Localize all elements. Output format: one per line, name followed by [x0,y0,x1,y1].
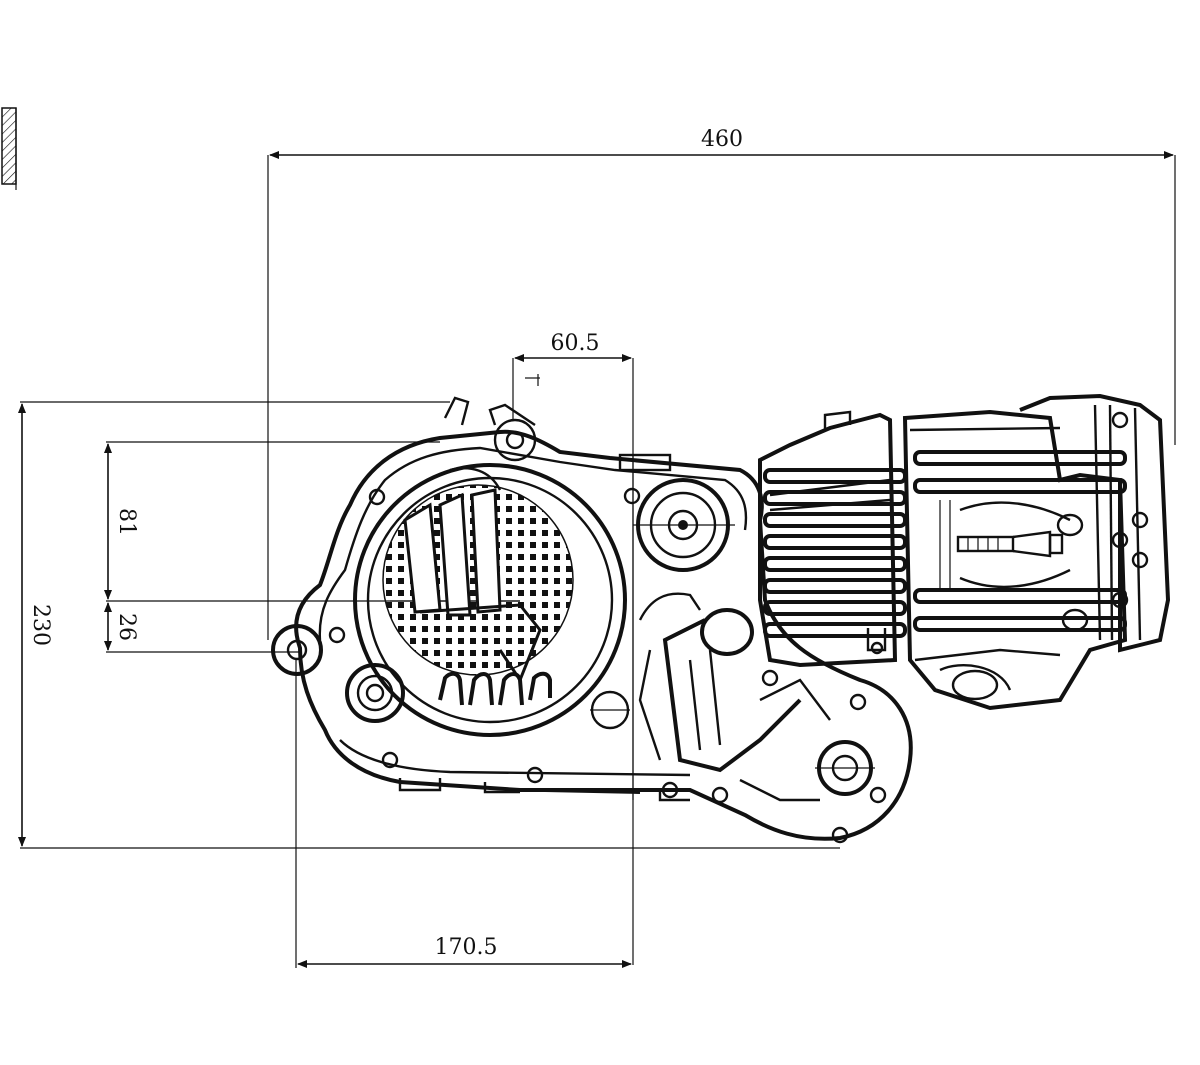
clutch-area [590,592,701,761]
dimension-label-230: 230 [28,604,53,646]
engine-crankcase [271,396,913,844]
dimension-overall-height: 230 [18,401,840,849]
cylinder-block [758,410,907,668]
dimension-height-lower: 26 [104,602,300,653]
cooling-fins [763,468,907,638]
spark-plug [956,530,1064,558]
dimension-label-60-5: 60.5 [551,331,600,356]
flywheel-cover [353,463,627,737]
corner-fragment [1,107,17,190]
shift-arm [662,608,875,802]
dimension-label-81: 81 [114,508,139,536]
dimension-label-26: 26 [114,613,139,641]
dimension-overall-length: 460 [267,127,1176,640]
oil-filler-boss [618,453,735,572]
valve-cover [1019,393,1171,653]
cylinder-head [902,409,1128,711]
dimension-mount-spacing: 170.5 [295,660,632,968]
dimension-label-170-5: 170.5 [435,935,498,960]
dimension-label-460: 460 [701,127,743,152]
